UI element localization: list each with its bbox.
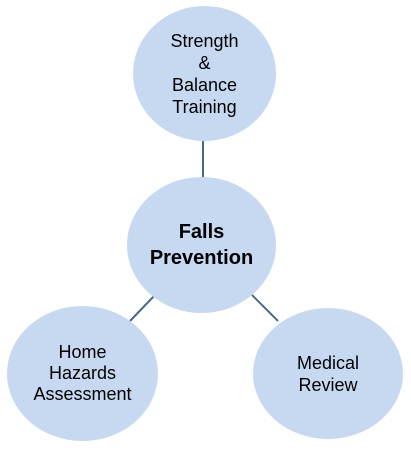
node-label: Strength & Balance Training bbox=[170, 30, 239, 117]
node-strength-balance-training: Strength & Balance Training bbox=[133, 6, 276, 141]
node-falls-prevention: Falls Prevention bbox=[127, 177, 276, 313]
node-home-hazards-assessment: Home Hazards Assessment bbox=[7, 306, 158, 441]
center-label: Falls Prevention bbox=[149, 221, 254, 269]
connector-left bbox=[129, 294, 156, 322]
node-medical-review: Medical Review bbox=[253, 308, 403, 439]
node-label: Home Hazards Assessment bbox=[33, 342, 132, 404]
node-label: Medical Review bbox=[296, 352, 360, 395]
connector-right bbox=[251, 294, 279, 322]
